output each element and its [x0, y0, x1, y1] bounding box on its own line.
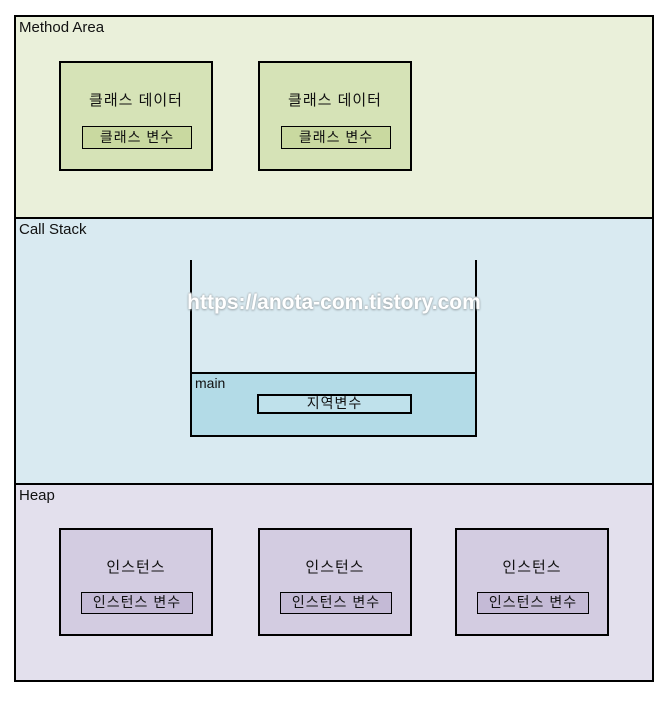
instance-box-1: 인스턴스 인스턴스 변수	[59, 528, 213, 636]
heap-section: Heap 인스턴스 인스턴스 변수 인스턴스 인스턴스 변수 인스턴스 인스턴스…	[16, 483, 652, 680]
instance-title: 인스턴스	[106, 559, 166, 576]
class-variable-box: 클래스 변수	[82, 126, 192, 149]
stack-frame-main: main 지역변수	[190, 372, 477, 437]
class-data-title: 클래스 데이터	[89, 92, 183, 109]
call-stack-section: Call Stack https://anota-com.tistory.com…	[16, 217, 652, 483]
watermark-url: https://anota-com.tistory.com	[187, 291, 481, 314]
method-area-label: Method Area	[19, 19, 105, 36]
class-variable-box: 클래스 변수	[281, 126, 391, 149]
instance-title: 인스턴스	[502, 559, 562, 576]
instance-title: 인스턴스	[305, 559, 365, 576]
class-data-box-2: 클래스 데이터 클래스 변수	[258, 61, 412, 171]
local-variable-box: 지역변수	[257, 394, 412, 414]
method-area-section: Method Area 클래스 데이터 클래스 변수 클래스 데이터 클래스 변…	[16, 17, 652, 217]
jvm-memory-diagram: Method Area 클래스 데이터 클래스 변수 클래스 데이터 클래스 변…	[14, 15, 654, 682]
class-data-title: 클래스 데이터	[288, 92, 382, 109]
heap-label: Heap	[19, 487, 55, 504]
instance-variable-box: 인스턴스 변수	[477, 592, 589, 614]
instance-variable-box: 인스턴스 변수	[81, 592, 193, 614]
instance-variable-box: 인스턴스 변수	[280, 592, 392, 614]
class-data-box-1: 클래스 데이터 클래스 변수	[59, 61, 213, 171]
instance-box-3: 인스턴스 인스턴스 변수	[455, 528, 609, 636]
stack-frame-name: main	[195, 375, 226, 391]
call-stack-label: Call Stack	[19, 221, 87, 238]
instance-box-2: 인스턴스 인스턴스 변수	[258, 528, 412, 636]
